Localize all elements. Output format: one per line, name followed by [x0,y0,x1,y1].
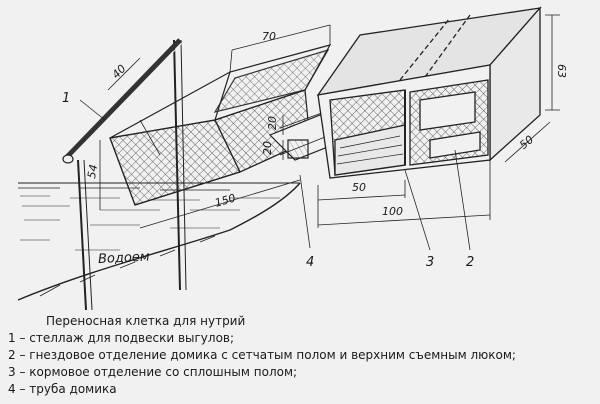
dim-20-upper: 20 [266,116,279,130]
house [316,6,542,179]
caption-item-2: 2 – гнездовое отделение домика с сетчаты… [8,348,516,362]
callout-2: 2 [466,255,474,270]
bank-slope [17,182,301,301]
dim-50-bottom: 50 [352,181,366,194]
mesh-run [109,44,332,206]
figure-caption: Переносная клетка для нутрий 1 – стеллаж… [8,313,598,398]
water-label: Водоем [98,249,151,267]
rack-stand [62,38,187,311]
dimension-lines [79,14,560,251]
dim-63: 63 [555,64,568,78]
dim-20-lower: 20 [261,141,274,155]
callout-4: 4 [306,255,314,270]
dim-150: 150 [213,191,237,209]
callout-1: 1 [62,91,70,106]
dim-54: 54 [85,163,100,179]
caption-item-4: 4 – труба домика [8,382,117,396]
callout-3: 3 [426,255,434,270]
caption-item-1: 1 – стеллаж для подвески выгулов; [8,331,235,345]
dim-100: 100 [382,205,403,218]
dim-40: 40 [110,62,129,81]
caption-title: Переносная клетка для нутрий [46,314,246,328]
caption-item-3: 3 – кормовое отделение со сплошным полом… [8,365,298,379]
dim-70: 70 [262,30,276,43]
